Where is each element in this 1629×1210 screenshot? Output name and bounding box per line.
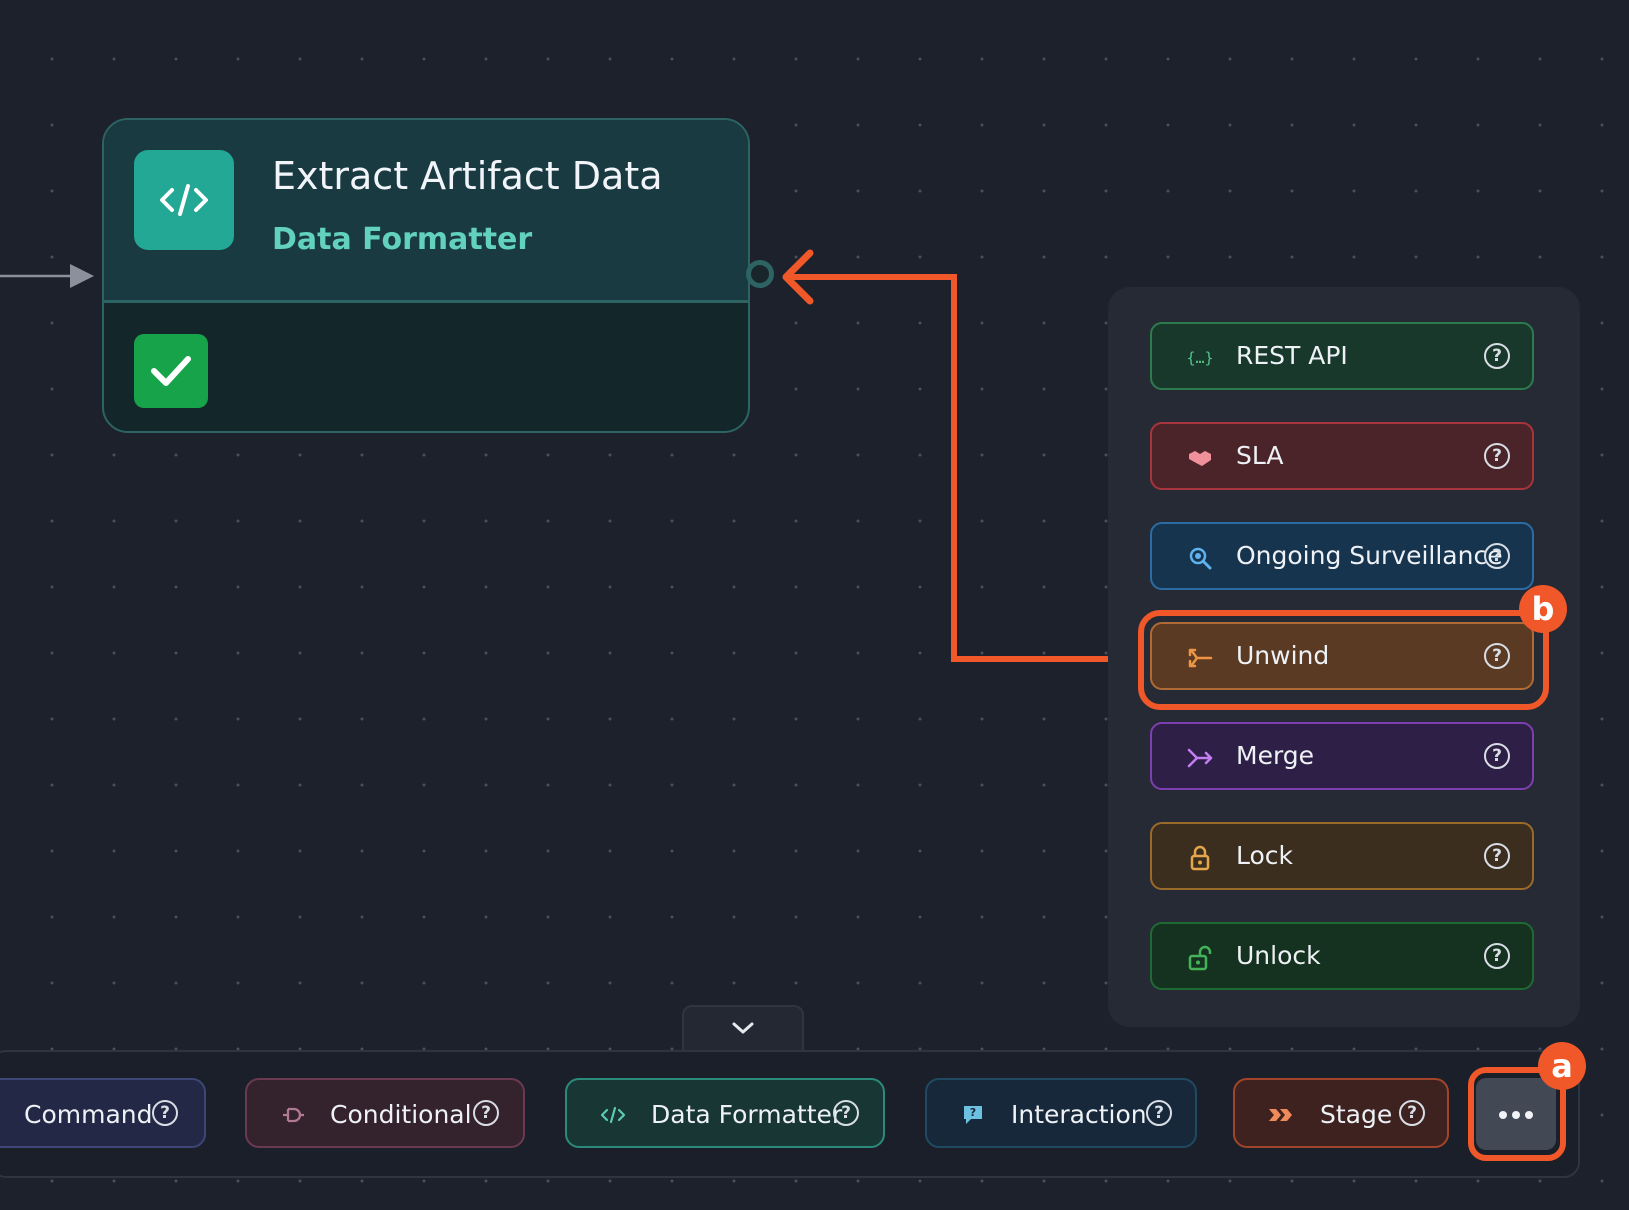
help-icon[interactable]: ?	[1146, 1100, 1172, 1126]
speech-bubble-icon: ?	[959, 1102, 987, 1128]
code-icon	[134, 150, 234, 250]
node-header: Extract Artifact Data Data Formatter	[104, 120, 748, 303]
curly-braces-icon: {…}	[1186, 344, 1214, 372]
toolbar-item-conditional[interactable]: Conditional ?	[245, 1078, 525, 1148]
help-icon[interactable]: ?	[1484, 943, 1510, 969]
more-options-button[interactable]	[1476, 1078, 1556, 1150]
help-icon[interactable]: ?	[1484, 543, 1510, 569]
toolbar-item-interaction[interactable]: ? Interaction ?	[925, 1078, 1197, 1148]
node-palette-panel: {…} REST API ? SLA ? Ongoing Surveillanc…	[1108, 287, 1580, 1027]
annotation-badge-b: b	[1519, 585, 1567, 633]
help-icon[interactable]: ?	[1484, 343, 1510, 369]
merge-arrows-icon	[1186, 744, 1214, 772]
svg-text:?: ?	[970, 1106, 976, 1119]
palette-item-label: Ongoing Surveillance	[1236, 541, 1503, 570]
palette-item-label: Lock	[1236, 841, 1294, 870]
palette-item-unwind[interactable]: Unwind ?	[1150, 622, 1534, 690]
annotation-badge-a: a	[1538, 1042, 1586, 1090]
help-icon[interactable]: ?	[1484, 743, 1510, 769]
checkmark-icon	[134, 334, 208, 408]
toolbar-item-label: Interaction	[1011, 1100, 1147, 1129]
help-icon[interactable]: ?	[152, 1100, 178, 1126]
flow-node[interactable]: Extract Artifact Data Data Formatter	[102, 118, 750, 433]
node-title: Extract Artifact Data	[272, 154, 663, 198]
chevron-down-icon	[731, 1020, 755, 1040]
handshake-icon	[1186, 444, 1214, 472]
toolbar-item-command[interactable]: Command ?	[0, 1078, 206, 1148]
toolbar-item-label: Command	[24, 1100, 153, 1129]
palette-item-ongoing-surveillance[interactable]: Ongoing Surveillance ?	[1150, 522, 1534, 590]
palette-item-sla[interactable]: SLA ?	[1150, 422, 1534, 490]
collapse-toolbar-button[interactable]	[682, 1005, 804, 1052]
palette-item-label: Merge	[1236, 741, 1315, 770]
toolbar-item-label: Conditional	[330, 1100, 472, 1129]
lock-icon	[1186, 844, 1214, 872]
toolbar-item-stage[interactable]: Stage ?	[1233, 1078, 1449, 1148]
palette-item-label: SLA	[1236, 441, 1284, 470]
palette-item-lock[interactable]: Lock ?	[1150, 822, 1534, 890]
svg-text:{…}: {…}	[1187, 349, 1213, 367]
node-output-port[interactable]	[746, 260, 774, 288]
palette-item-rest-api[interactable]: {…} REST API ?	[1150, 322, 1534, 390]
magnifier-icon	[1186, 544, 1214, 572]
toolbar-item-label: Data Formatter	[651, 1100, 843, 1129]
help-icon[interactable]: ?	[1399, 1100, 1425, 1126]
help-icon[interactable]: ?	[1484, 643, 1510, 669]
help-icon[interactable]: ?	[1484, 443, 1510, 469]
node-subtitle: Data Formatter	[272, 222, 533, 257]
more-dots-icon	[1498, 1105, 1534, 1124]
code-icon	[599, 1102, 627, 1128]
palette-item-unlock[interactable]: Unlock ?	[1150, 922, 1534, 990]
palette-item-label: REST API	[1236, 341, 1348, 370]
palette-item-label: Unwind	[1236, 641, 1330, 670]
palette-item-label: Unlock	[1236, 941, 1321, 970]
chevrons-right-icon	[1267, 1102, 1295, 1128]
help-icon[interactable]: ?	[833, 1100, 859, 1126]
plug-icon	[279, 1102, 307, 1128]
help-icon[interactable]: ?	[473, 1100, 499, 1126]
unwind-arrows-icon	[1186, 644, 1214, 672]
toolbar-item-data-formatter[interactable]: Data Formatter ?	[565, 1078, 885, 1148]
palette-item-merge[interactable]: Merge ?	[1150, 722, 1534, 790]
unlock-icon	[1186, 944, 1214, 972]
toolbar-item-label: Stage	[1320, 1100, 1393, 1129]
help-icon[interactable]: ?	[1484, 843, 1510, 869]
